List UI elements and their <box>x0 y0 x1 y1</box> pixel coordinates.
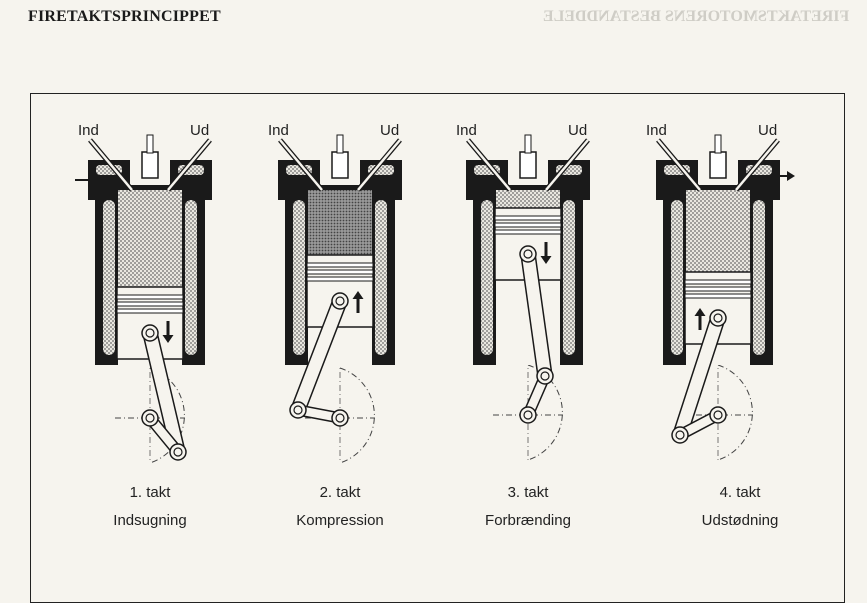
outlet-label: Ud <box>758 122 778 139</box>
water-jacket-right <box>185 200 197 355</box>
arrow-up-icon <box>352 291 364 313</box>
crank-pin-hole <box>293 405 303 415</box>
spark-plug-tip <box>146 134 154 154</box>
outflow-arrow-icon <box>773 171 795 181</box>
inlet-valve-core <box>657 139 701 191</box>
piston-pin-hole <box>335 296 345 306</box>
piston-ring <box>494 215 562 221</box>
piston-ring <box>684 286 752 292</box>
inlet-label: Ind <box>268 122 289 139</box>
stroke-number: 4. takt <box>719 484 761 501</box>
engine-2 <box>278 134 402 464</box>
spark-plug <box>519 151 537 179</box>
engine-1 <box>75 134 212 464</box>
piston-ring <box>494 229 562 235</box>
stroke-number: 3. takt <box>507 484 549 501</box>
water-jacket-left <box>671 200 683 355</box>
piston-ring <box>116 294 184 300</box>
outlet-valve-core <box>167 139 211 191</box>
piston-ring <box>306 262 374 268</box>
stroke-name: Kompression <box>296 512 384 529</box>
piston-ring <box>684 293 752 299</box>
engine-3 <box>466 134 590 461</box>
stroke-number: 1. takt <box>129 484 171 501</box>
stroke-name: Udstødning <box>701 512 779 529</box>
water-jacket-right <box>753 200 765 355</box>
inlet-label: Ind <box>78 122 99 139</box>
inlet-label: Ind <box>456 122 477 139</box>
arrow-up-icon <box>694 308 706 330</box>
inflow-arrow-icon <box>75 175 97 185</box>
outlet-valve-core <box>357 139 401 191</box>
outlet-valve-core <box>735 139 779 191</box>
piston-pin-hole <box>145 328 155 338</box>
crank-pin-hole <box>173 447 183 457</box>
outlet-valve-core <box>545 139 589 191</box>
crankshaft-hole <box>523 410 533 420</box>
crankshaft-hole <box>335 413 345 423</box>
stroke-number: 2. takt <box>319 484 361 501</box>
water-jacket-left <box>293 200 305 355</box>
stroke-name: Indsugning <box>113 512 187 529</box>
combustion-chamber <box>686 185 750 272</box>
spark-plug <box>141 151 159 179</box>
piston-pin-hole <box>523 249 533 259</box>
outlet-label: Ud <box>190 122 210 139</box>
spark-plug <box>331 151 349 179</box>
spark-plug-tip <box>714 134 722 154</box>
combustion-chamber <box>118 185 182 287</box>
arrow-down-icon <box>540 242 552 264</box>
crank-path <box>717 364 753 461</box>
piston-ring <box>116 308 184 314</box>
piston-ring <box>684 279 752 285</box>
water-jacket-right <box>563 200 575 355</box>
piston-pin-hole <box>713 313 723 323</box>
outlet-label: Ud <box>568 122 588 139</box>
inlet-label: Ind <box>646 122 667 139</box>
inlet-valve-core <box>279 139 323 191</box>
crankshaft-hole <box>713 410 723 420</box>
piston-ring <box>494 222 562 228</box>
inlet-valve-core <box>467 139 511 191</box>
spark-plug-tip <box>524 134 532 154</box>
piston-ring <box>306 276 374 282</box>
engine-4 <box>656 134 795 461</box>
piston-ring <box>116 301 184 307</box>
combustion-chamber <box>308 185 372 255</box>
stroke-name: Forbrænding <box>485 512 571 529</box>
piston-ring <box>306 269 374 275</box>
crankshaft-hole <box>145 413 155 423</box>
combustion-chamber <box>496 185 560 208</box>
water-jacket-left <box>103 200 115 355</box>
crank-pin-hole <box>540 371 550 381</box>
spark-plug <box>709 151 727 179</box>
outlet-label: Ud <box>380 122 400 139</box>
page-title: FIRETAKTSPRINCIPPET <box>28 8 221 25</box>
water-jacket-right <box>375 200 387 355</box>
crank-pin-hole <box>675 430 685 440</box>
arrow-down-icon <box>162 321 174 343</box>
inlet-valve-core <box>89 139 133 191</box>
crank-path <box>339 367 375 464</box>
water-jacket-left <box>481 200 493 355</box>
spark-plug-tip <box>336 134 344 154</box>
